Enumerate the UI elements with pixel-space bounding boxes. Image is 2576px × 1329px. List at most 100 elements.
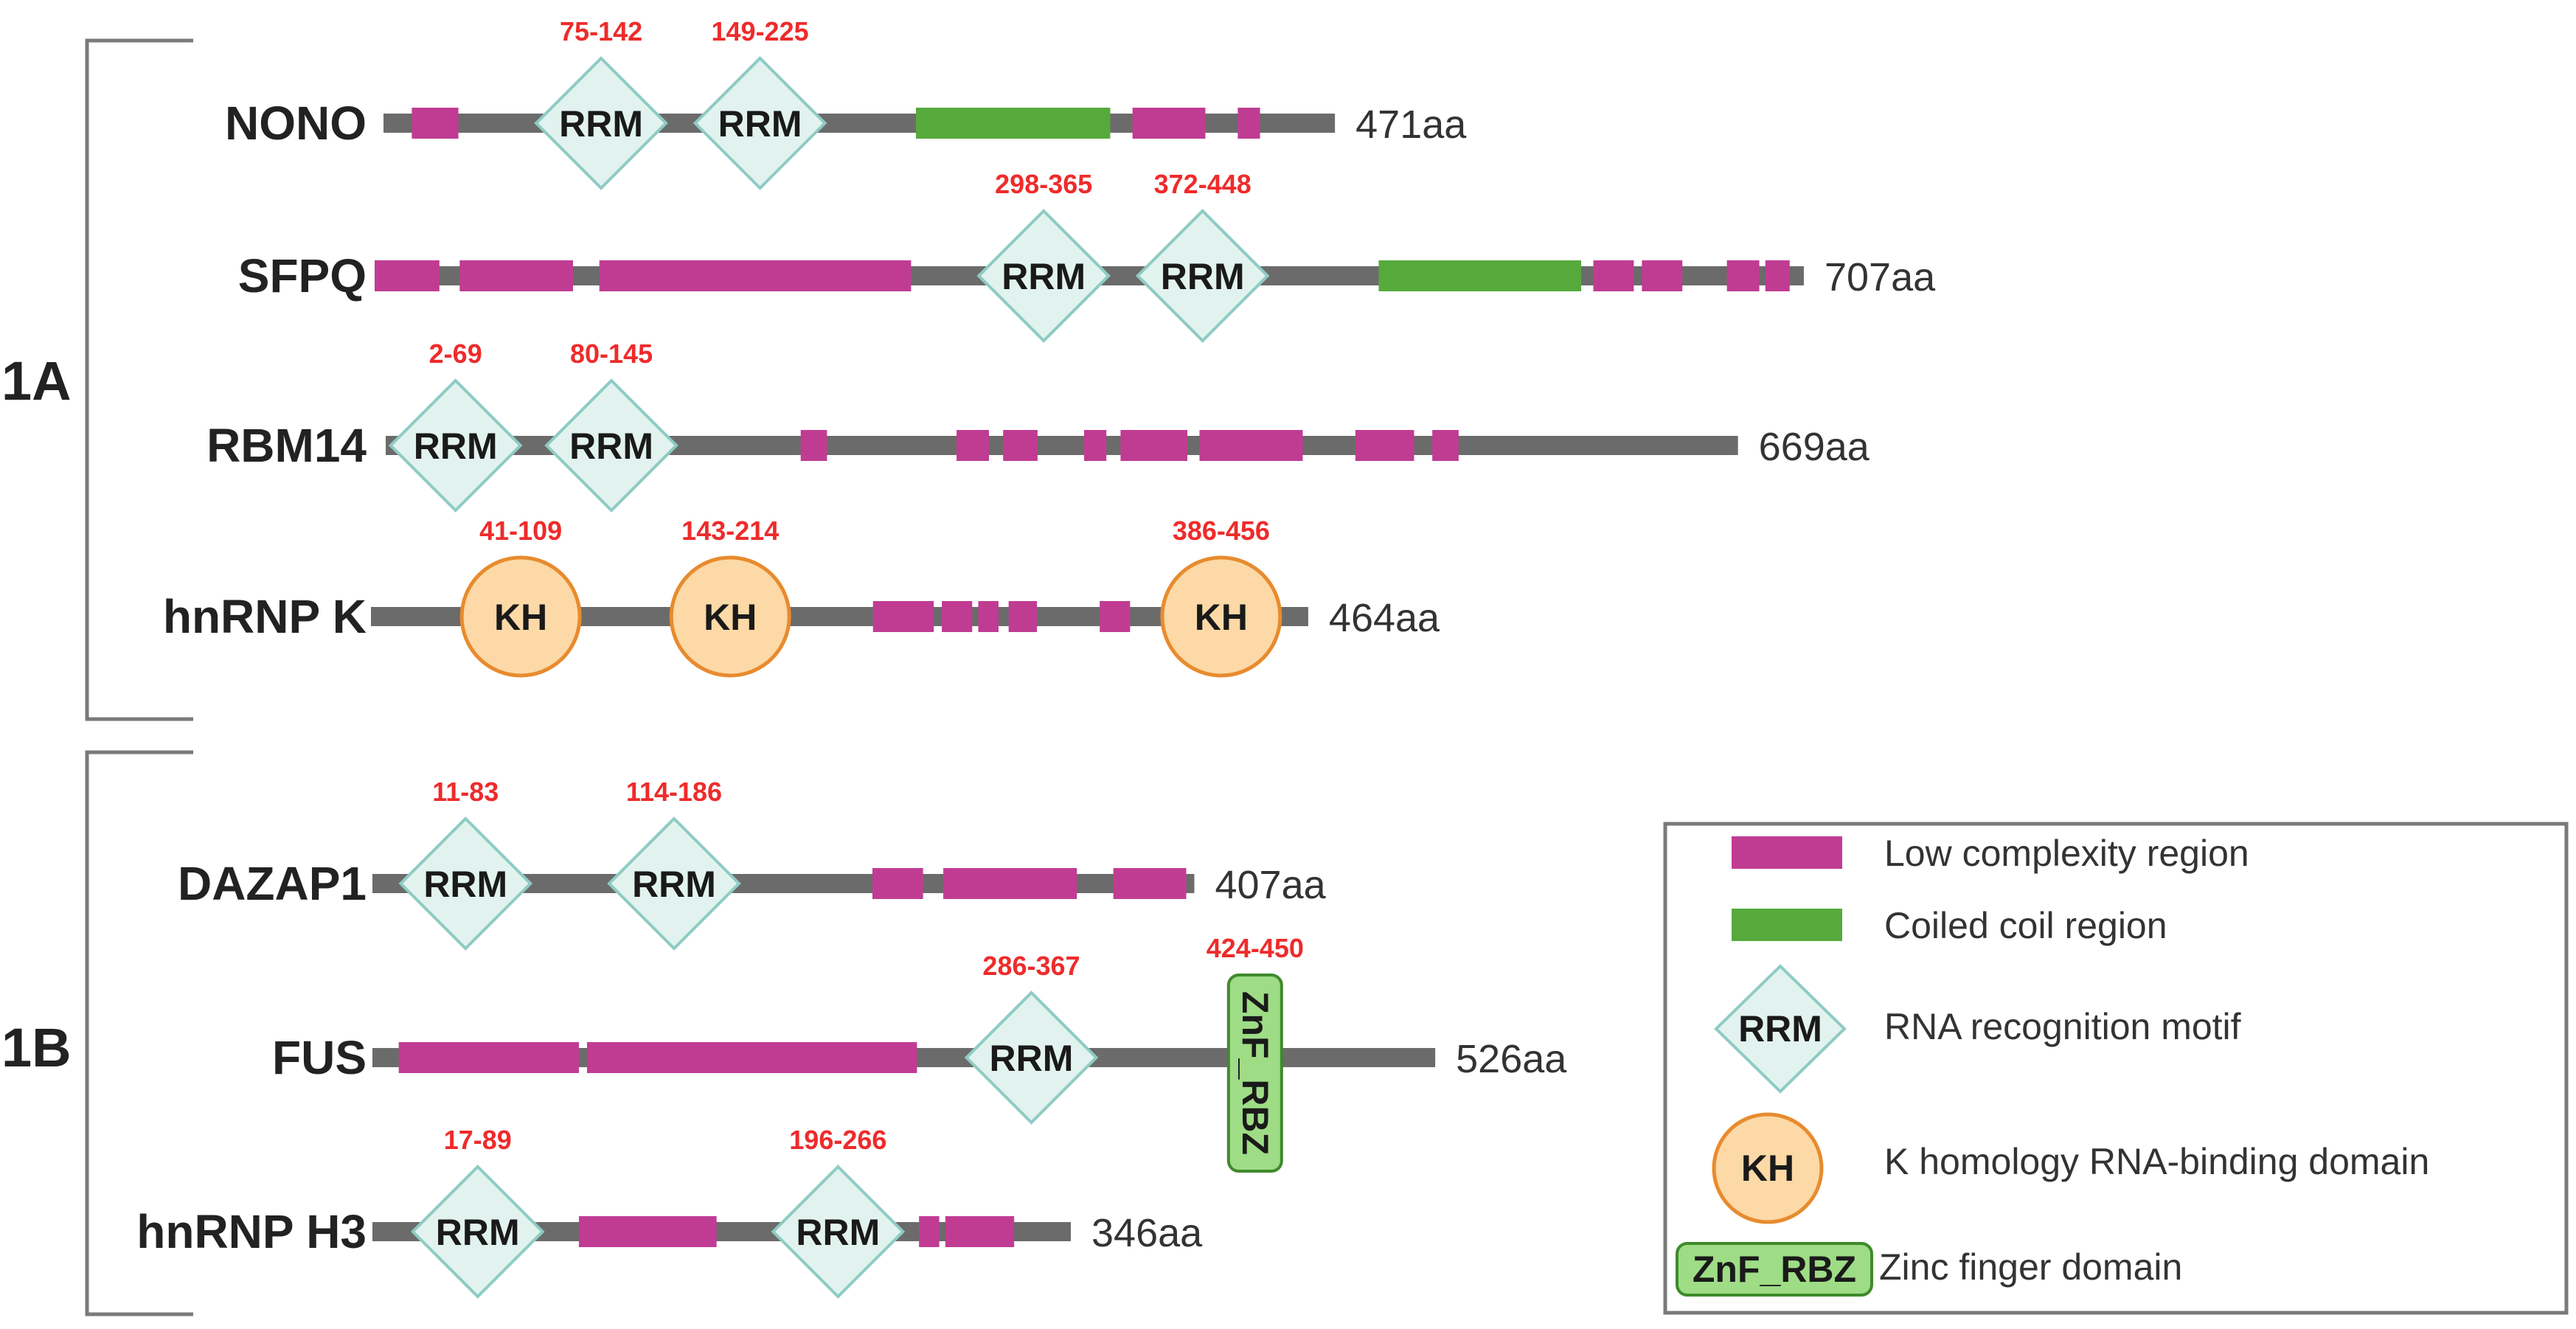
legend-label-coiled-coil: Coiled coil region: [1884, 905, 2167, 946]
low-complexity-region: [375, 260, 440, 291]
protein-name: RBM14: [206, 419, 367, 472]
low-complexity-region: [800, 430, 827, 461]
rrm-domain: [398, 816, 533, 951]
low-complexity-region: [1008, 601, 1038, 632]
rrm-domain: [534, 56, 668, 190]
rrm-domain: [544, 378, 678, 513]
rrm-domain: [771, 1165, 906, 1299]
kh-domain: [1160, 555, 1282, 678]
legend-kh-symbol: KH: [1712, 1112, 1824, 1224]
domain-range-label: 286-367: [982, 951, 1080, 981]
rrm-domain-label: RRM: [569, 426, 653, 467]
group-bracket-1a: [85, 38, 193, 721]
low-complexity-region: [1120, 430, 1188, 461]
protein-length-label: 526aa: [1456, 1037, 1567, 1081]
domain-range-label: 196-266: [789, 1125, 886, 1155]
rrm-domain: [976, 209, 1111, 343]
legend-znf-symbol-label: ZnF_RBZ: [1693, 1249, 1856, 1290]
legend-swatch-low-complexity: [1732, 836, 1842, 869]
low-complexity-region: [586, 1042, 917, 1073]
rrm-domain-label: RRM: [796, 1212, 880, 1253]
coiled-coil-region: [1378, 260, 1582, 291]
low-complexity-region: [578, 1216, 717, 1247]
protein-length-label: 407aa: [1215, 863, 1326, 907]
rrm-domain-label: RRM: [718, 103, 802, 145]
protein-length-label: 346aa: [1091, 1211, 1203, 1255]
kh-domain: [669, 555, 791, 678]
low-complexity-region: [1355, 430, 1414, 461]
low-complexity-region: [978, 601, 999, 632]
group-label-1b: 1B: [1, 1017, 72, 1078]
legend-znf-symbol: ZnF_RBZ: [1676, 1242, 1873, 1297]
coiled-coil-region: [915, 108, 1111, 139]
znf-domain: [1226, 974, 1283, 1173]
protein-name: SFPQ: [238, 249, 367, 302]
legend-swatch-coiled-coil: [1732, 909, 1842, 941]
domain-range-label: 424-450: [1207, 933, 1304, 963]
domain-range-label: 41-109: [479, 516, 562, 546]
low-complexity-region: [1113, 868, 1187, 899]
low-complexity-region: [942, 601, 973, 632]
legend-label-rrm: RNA recognition motif: [1884, 1006, 2241, 1047]
protein-length-label: 707aa: [1825, 255, 1936, 299]
rrm-domain: [388, 378, 523, 513]
low-complexity-region: [1765, 260, 1790, 291]
low-complexity-region: [1100, 601, 1131, 632]
low-complexity-region: [1237, 108, 1260, 139]
rrm-domain: [607, 816, 741, 951]
low-complexity-region: [1726, 260, 1760, 291]
low-complexity-region: [1199, 430, 1303, 461]
domain-range-label: 80-145: [570, 339, 653, 369]
low-complexity-region: [1132, 108, 1206, 139]
low-complexity-region: [957, 430, 990, 461]
znf-domain-label: ZnF_RBZ: [1235, 991, 1276, 1155]
low-complexity-region: [412, 108, 459, 139]
kh-domain-label: KH: [494, 597, 547, 638]
domain-range-label: 143-214: [681, 516, 779, 546]
protein-length-label: 471aa: [1355, 103, 1467, 147]
low-complexity-region: [1084, 430, 1107, 461]
legend-label-znf: Zinc finger domain: [1879, 1246, 2182, 1288]
legend: Low complexity region Coiled coil region…: [1663, 822, 2569, 1315]
legend-box: [1663, 822, 2569, 1315]
rrm-domain-label: RRM: [559, 103, 643, 145]
low-complexity-region: [1593, 260, 1634, 291]
low-complexity-region: [1432, 430, 1459, 461]
domain-range-label: 372-448: [1154, 169, 1251, 199]
low-complexity-region: [1003, 430, 1038, 461]
rrm-domain-label: RRM: [632, 864, 716, 905]
rrm-domain: [1135, 209, 1270, 343]
protein-name: DAZAP1: [178, 857, 367, 910]
low-complexity-region: [398, 1042, 579, 1073]
protein-name: hnRNP H3: [136, 1205, 367, 1258]
domain-range-label: 75-142: [560, 16, 642, 46]
legend-label-low-complexity: Low complexity region: [1884, 833, 2249, 874]
low-complexity-region: [943, 868, 1077, 899]
legend-label-kh: K homology RNA-binding domain: [1884, 1141, 2429, 1182]
low-complexity-region: [872, 868, 923, 899]
group-bracket-1b: [85, 750, 193, 1316]
protein-name: FUS: [272, 1031, 367, 1084]
rrm-domain: [964, 990, 1099, 1125]
protein-length-label: 464aa: [1329, 596, 1440, 640]
rrm-domain-label: RRM: [990, 1038, 1074, 1079]
low-complexity-region: [459, 260, 574, 291]
kh-domain-label: KH: [1195, 597, 1248, 638]
domain-range-label: 386-456: [1173, 516, 1270, 546]
legend-rrm-symbol-label: RRM: [1738, 1008, 1822, 1049]
kh-domain-label: KH: [704, 597, 757, 638]
domain-range-label: 114-186: [626, 777, 722, 807]
low-complexity-region: [599, 260, 912, 291]
domain-range-label: 11-83: [432, 777, 499, 807]
low-complexity-region: [1642, 260, 1683, 291]
rrm-domain-label: RRM: [414, 426, 498, 467]
rrm-domain-label: RRM: [1001, 256, 1086, 297]
kh-domain: [459, 555, 582, 678]
